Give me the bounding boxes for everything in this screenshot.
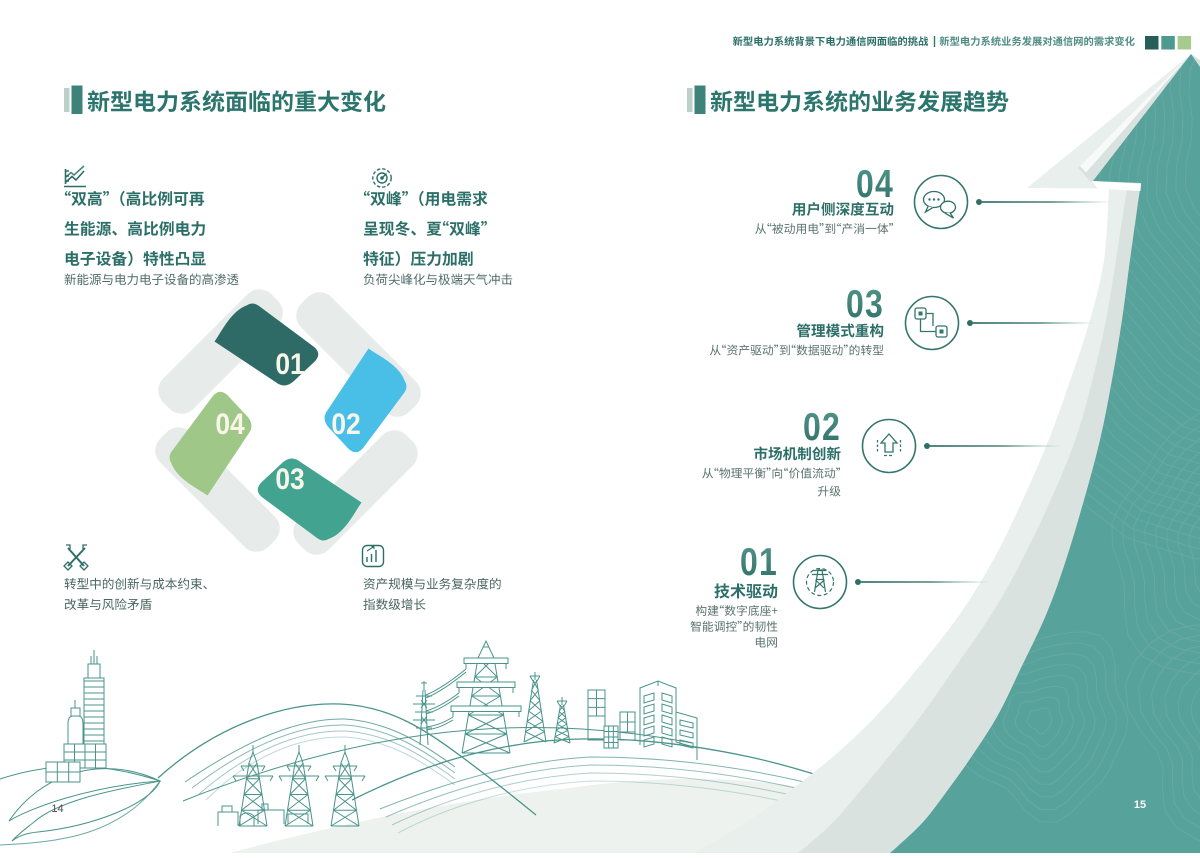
svg-text:04: 04 (215, 406, 245, 440)
svg-text:14: 14 (51, 803, 63, 815)
svg-text:02: 02 (331, 406, 360, 440)
svg-text:04: 04 (856, 162, 894, 206)
svg-text:01: 01 (740, 540, 778, 584)
svg-text:03: 03 (275, 461, 304, 495)
svg-text:03: 03 (846, 282, 884, 326)
svg-text:02: 02 (803, 405, 841, 449)
svg-text:01: 01 (275, 346, 304, 380)
svg-text:15: 15 (1134, 799, 1146, 811)
